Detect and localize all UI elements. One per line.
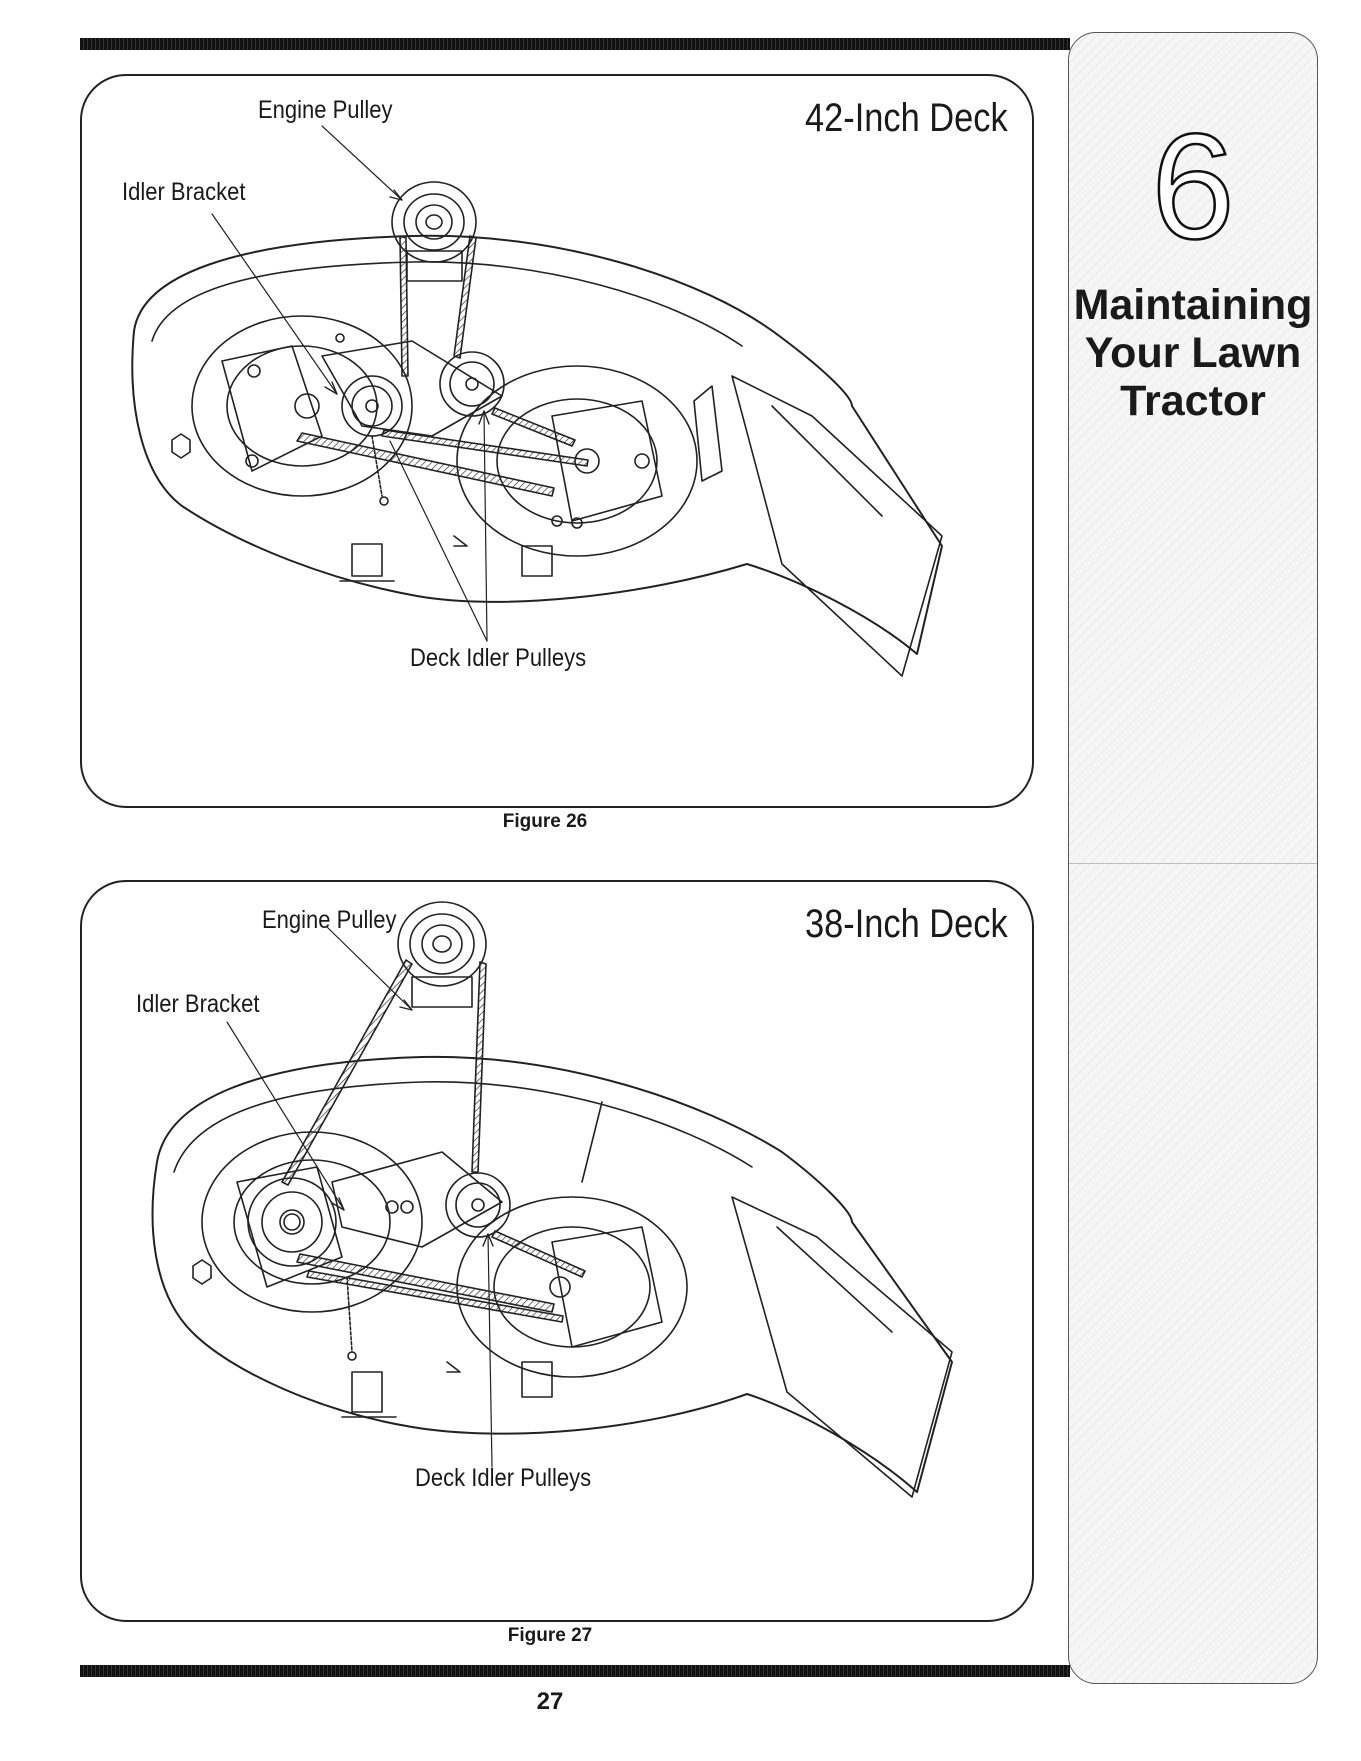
deck-idler-pulleys-label: Deck Idler Pulleys bbox=[410, 644, 586, 673]
chapter-number: 6 bbox=[1069, 111, 1317, 261]
figure-26-caption: Figure 26 bbox=[445, 811, 645, 833]
chapter-tab: 6 Maintaining Your Lawn Tractor bbox=[1068, 32, 1318, 1684]
bottom-rule bbox=[80, 1665, 1070, 1677]
chapter-title-line1: Maintaining bbox=[1069, 281, 1317, 329]
deck-38-title: 38-Inch Deck bbox=[805, 902, 1008, 947]
figure-26-frame: 42-Inch Deck Engine Pulley Idler Bracket… bbox=[80, 74, 1034, 808]
engine-pulley-label: Engine Pulley bbox=[262, 906, 397, 935]
tab-divider bbox=[1069, 863, 1317, 864]
chapter-title-line3: Tractor bbox=[1069, 377, 1317, 425]
chapter-title-line2: Your Lawn bbox=[1069, 329, 1317, 377]
deck-42-title: 42-Inch Deck bbox=[805, 96, 1008, 141]
top-rule bbox=[80, 38, 1070, 50]
figure-27-caption: Figure 27 bbox=[450, 1625, 650, 1647]
engine-pulley-label: Engine Pulley bbox=[258, 96, 393, 125]
deck-idler-pulleys-label: Deck Idler Pulleys bbox=[415, 1464, 591, 1493]
figure-27-frame: 38-Inch Deck Engine Pulley Idler Bracket… bbox=[80, 880, 1034, 1622]
chapter-title: Maintaining Your Lawn Tractor bbox=[1069, 281, 1317, 425]
page-number: 27 bbox=[500, 1688, 600, 1716]
idler-bracket-label: Idler Bracket bbox=[136, 990, 260, 1019]
idler-bracket-label: Idler Bracket bbox=[122, 178, 246, 207]
